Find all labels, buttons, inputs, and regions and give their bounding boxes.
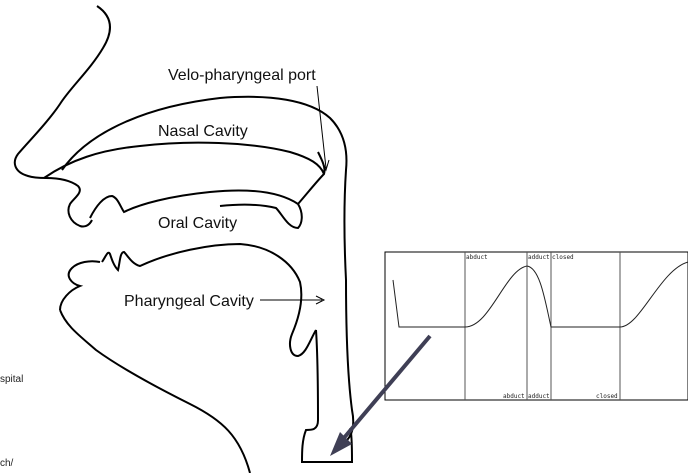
chin-outline [60,310,250,473]
nasal-cavity-roof [62,97,353,446]
lower-lip-outline [60,261,100,310]
waveform-panel: abduct adduct closed abduct adduct close… [385,252,688,400]
label-pharyngeal-cavity: Pharyngeal Cavity [124,293,254,310]
waveform-bottom-label-closed: closed [596,393,618,400]
cutoff-text-left-2: ch/ [0,458,14,469]
cutoff-text-left-1: spital [0,374,23,385]
waveform-top-label-abduct: abduct [466,254,488,261]
arrow-velo-pointer [317,86,329,170]
upper-lip-outline [46,178,92,227]
waveform-bottom-label-abduct: abduct [503,393,525,400]
label-velo-pharyngeal-port: Velo-pharyngeal port [168,67,316,84]
label-nasal-cavity: Nasal Cavity [158,123,248,140]
waveform-bottom-label-adduct: adduct [528,393,550,400]
waveform-top-label-closed: closed [552,254,574,261]
arrow-pharyngeal-pointer [260,296,324,304]
nasal-cavity-floor [44,143,324,178]
waveform-top-label-adduct: adduct [528,254,550,261]
label-oral-cavity: Oral Cavity [158,215,237,232]
face-profile-outline [15,6,110,178]
